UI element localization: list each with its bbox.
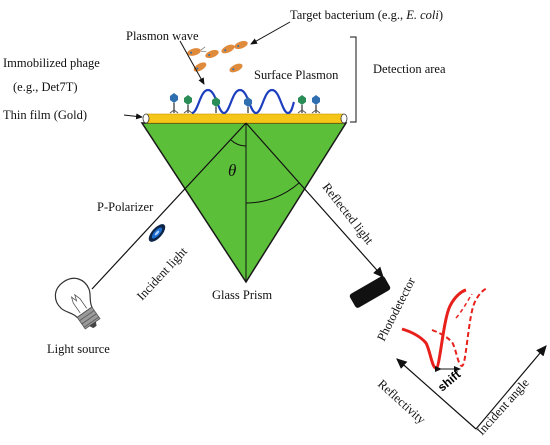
phage-icon xyxy=(212,97,220,113)
shift-label: shift xyxy=(435,367,463,394)
plasmon-wave-label: Plasmon wave xyxy=(126,29,199,43)
bacterium-icon xyxy=(205,49,219,59)
target-bacterium-label: Target bacterium (e.g., E. coli) xyxy=(290,8,443,22)
detection-area-label: Detection area xyxy=(373,62,446,76)
phage-icon xyxy=(169,93,179,114)
photodetector-icon xyxy=(349,276,391,308)
detection-area-bracket xyxy=(350,36,357,123)
incident-light-label: Incident light xyxy=(134,244,190,303)
reflected-light-ray xyxy=(245,122,384,278)
plasmon-wave-pointer-arrow xyxy=(179,40,205,85)
polarizer-lens-icon xyxy=(148,224,166,242)
reflection-angle-arc xyxy=(245,182,300,204)
light-bulb-icon xyxy=(54,277,101,330)
graph-y-axis xyxy=(396,358,477,430)
bacteria-group xyxy=(187,40,248,73)
resonance-curve-shifted xyxy=(431,287,489,368)
bacterium-icon xyxy=(187,46,207,56)
phage-icon xyxy=(297,95,307,114)
p-polarizer-label: P-Polarizer xyxy=(97,200,154,214)
bacterium-icon xyxy=(193,62,207,72)
immobilized-phage-label: Immobilized phage xyxy=(3,56,100,70)
reflectivity-label: Reflectivity xyxy=(375,377,429,427)
graph-x-axis xyxy=(475,345,547,430)
bacterium-icon xyxy=(229,63,243,73)
bacterium-icon xyxy=(221,44,235,54)
phage-icon xyxy=(311,95,321,114)
gold-thin-film xyxy=(145,113,345,124)
thin-film-pointer-arrow xyxy=(123,113,143,120)
resonance-curve-initial xyxy=(401,288,467,370)
incident-light-ray xyxy=(91,122,247,290)
phage-icon xyxy=(244,97,252,113)
light-source-label: Light source xyxy=(47,342,110,356)
theta-arc xyxy=(230,139,247,147)
thin-film-label: Thin film (Gold) xyxy=(3,108,87,122)
film-right-cap xyxy=(340,113,348,124)
phage-group xyxy=(169,93,321,114)
surface-plasmon-label: Surface Plasmon xyxy=(254,68,339,82)
plasmon-wave xyxy=(191,88,296,115)
resonance-curve-shifted-upper xyxy=(455,293,473,319)
phage-icon xyxy=(183,95,193,114)
immobilized-phage-example-label: (e.g., Det7T) xyxy=(13,80,78,94)
bacterium-icon xyxy=(234,40,248,50)
theta-label: θ xyxy=(228,161,236,180)
film-left-cap xyxy=(142,113,150,124)
incident-angle-label: Incident angle xyxy=(474,375,532,438)
bacterium-pointer-arrow xyxy=(250,21,291,45)
glass-prism-label: Glass Prism xyxy=(212,288,272,302)
